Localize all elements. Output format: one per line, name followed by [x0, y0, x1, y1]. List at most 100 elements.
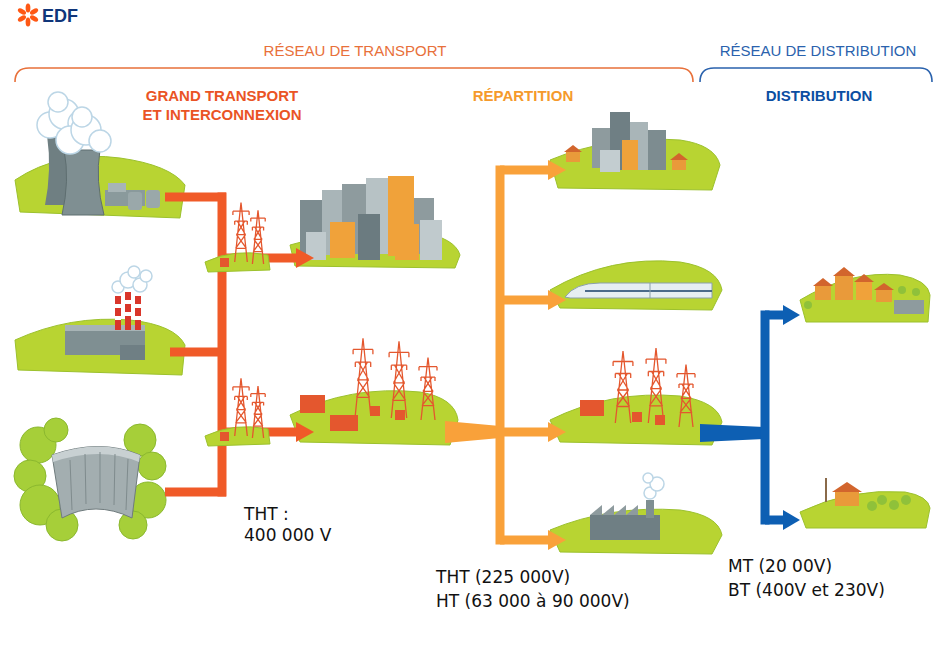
transformer-substation [646, 348, 666, 423]
voltage-label: THT (225 000V) [436, 567, 570, 588]
thermal-plant [135, 316, 141, 320]
thermal-plant [112, 266, 152, 293]
bracket-label: RÉSEAU DE DISTRIBUTION [720, 42, 917, 61]
factory [590, 505, 638, 515]
factory [643, 473, 653, 483]
town [672, 160, 686, 170]
city [420, 220, 442, 260]
arrowhead [296, 422, 314, 442]
arrowhead [296, 248, 314, 268]
transformer-substation [330, 415, 358, 431]
village [912, 288, 920, 296]
nuclear-plant [72, 107, 92, 127]
village [894, 300, 924, 314]
factory [590, 515, 660, 540]
thermal-plant [135, 296, 141, 330]
pylon-pad [205, 427, 270, 446]
repartition-arrows [500, 296, 550, 305]
distribution-arrow [700, 424, 765, 442]
town [566, 152, 580, 162]
transformer-substation [550, 395, 722, 445]
arrowhead [548, 422, 566, 442]
arrowhead [548, 530, 566, 550]
pylon-pad [233, 202, 249, 262]
arrowhead [548, 160, 566, 550]
repartition-arrows [500, 166, 550, 545]
transformer-substation [300, 395, 325, 413]
repartition-arrows [496, 166, 505, 545]
thermal-plant [115, 296, 121, 330]
nuclear-plant [48, 92, 68, 112]
logo-mark [26, 4, 31, 13]
village [804, 286, 920, 309]
transformer-substation [395, 410, 405, 420]
thermal-plant [65, 325, 145, 331]
transformer-substation [389, 341, 409, 418]
pylon-pad [251, 210, 265, 264]
high-speed-train [550, 261, 722, 310]
city [395, 224, 419, 260]
arrowhead [548, 290, 566, 310]
section-heading: RÉPARTITION [473, 87, 574, 106]
arrowhead [296, 248, 314, 442]
text-line: ET INTERCONNEXION [142, 106, 301, 125]
logo-mark [17, 7, 27, 16]
distribution-arrows [765, 311, 785, 320]
repartition-arrows [500, 428, 550, 437]
transformer-substation [580, 400, 604, 416]
hydro-dam [70, 460, 72, 510]
thermal-plant [125, 292, 131, 330]
repartition-arrows [500, 166, 550, 175]
bracket-label: RÉSEAU DE TRANSPORT [264, 42, 447, 61]
hydro-dam [52, 447, 140, 519]
arrowhead [548, 160, 566, 180]
logo-mark [26, 18, 31, 27]
hydro-dam [52, 447, 140, 463]
house [867, 495, 911, 511]
town [622, 140, 638, 170]
city [330, 222, 355, 258]
house [832, 482, 862, 492]
hydro-dam [14, 418, 166, 541]
hydro-dam [14, 418, 166, 541]
village [856, 282, 872, 300]
pylon-pad [220, 432, 229, 441]
transport-arrows [165, 488, 226, 497]
thermal-plant [115, 316, 121, 320]
pylon-pad [233, 378, 249, 436]
house [867, 501, 877, 511]
village [800, 267, 930, 322]
factory [550, 509, 722, 554]
high-speed-train [550, 261, 722, 310]
village [876, 290, 892, 302]
transformer-substation [353, 338, 373, 415]
pylon-pad [205, 253, 270, 272]
arrowhead [783, 305, 800, 530]
pylon-pad [220, 258, 229, 267]
village [804, 301, 812, 309]
logo-mark [29, 14, 39, 23]
pylon-pad [205, 378, 270, 446]
transport-bracket [15, 68, 693, 82]
town [600, 150, 620, 172]
town [550, 112, 720, 190]
transformer-substation [370, 406, 380, 416]
transport-arrows [165, 193, 226, 202]
logo-text: EDF [42, 5, 78, 28]
transformer-substation [677, 365, 695, 427]
nuclear-plant [146, 190, 160, 208]
house [835, 492, 859, 506]
house [800, 478, 930, 528]
factory [646, 500, 654, 518]
village [835, 276, 853, 300]
voltage-label: THT : 400 000 V [244, 504, 331, 547]
transformer-substation [613, 351, 633, 423]
thermal-plant [125, 300, 131, 304]
house [901, 495, 911, 505]
voltage-label: BT (400V et 230V) [728, 580, 885, 601]
house [800, 491, 930, 528]
transport-arrows [165, 193, 298, 497]
nuclear-plant [108, 183, 126, 192]
high-speed-train [565, 283, 712, 298]
